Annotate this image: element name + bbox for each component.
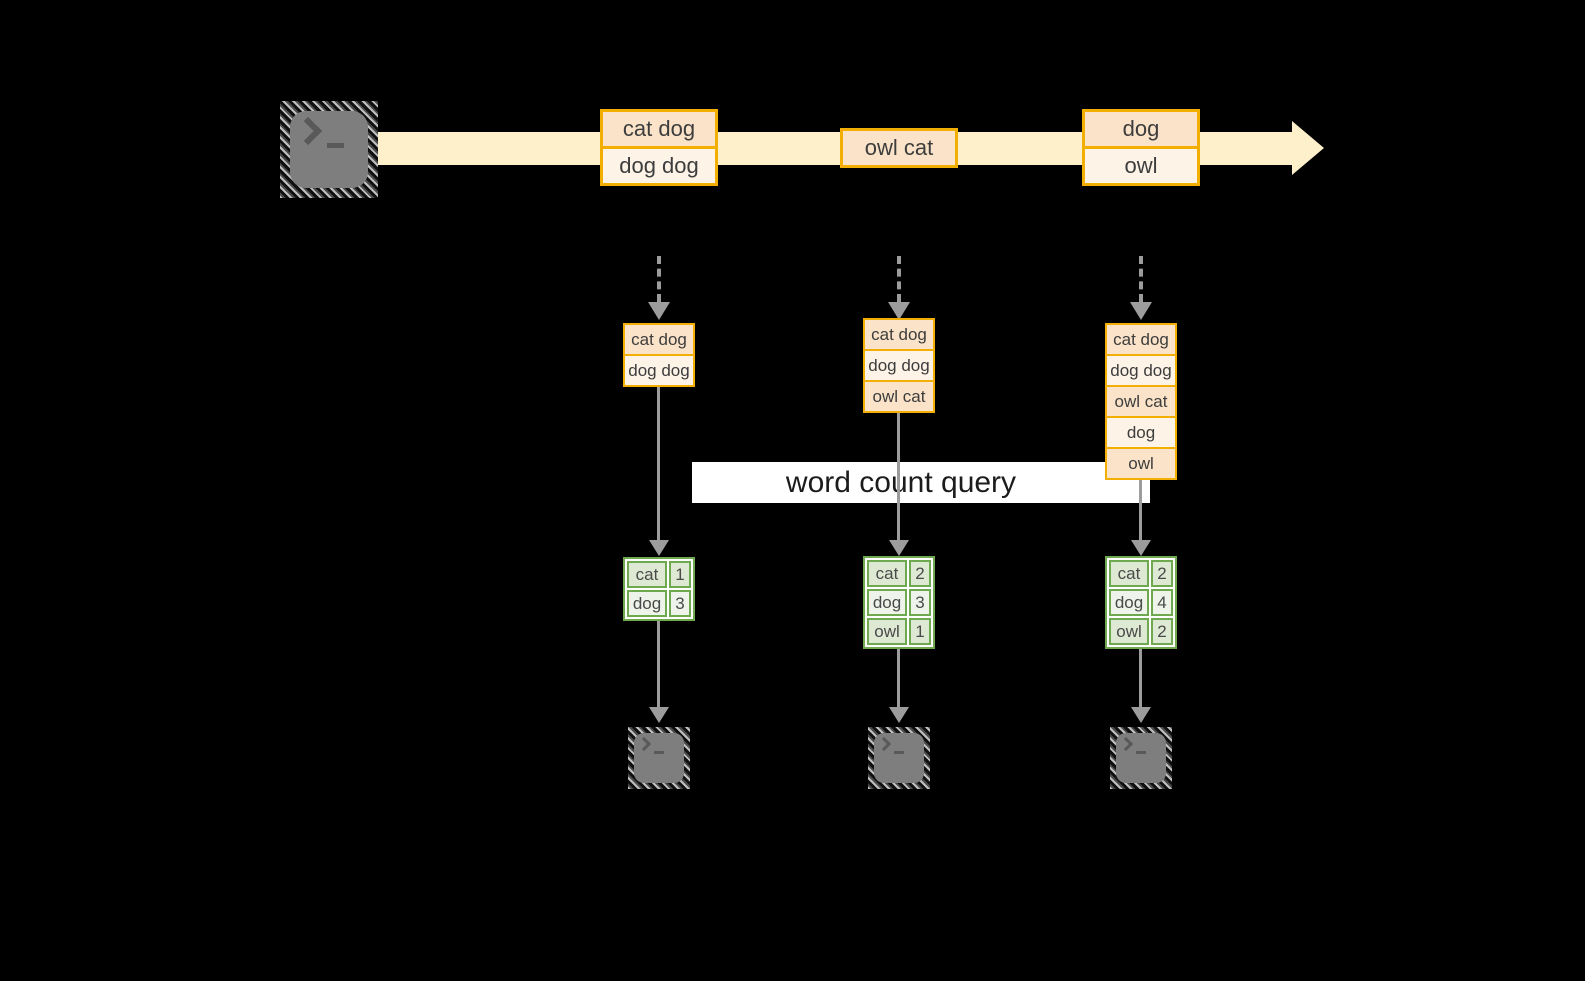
ingest-arrow-line-1 [657, 256, 661, 302]
ingest-arrow-line-2 [897, 256, 901, 302]
stream-arrowhead-icon [1292, 121, 1324, 175]
output-arrowhead-3 [1131, 707, 1151, 723]
terminal-prompt-icon [636, 736, 664, 754]
count-value-cell: 1 [669, 561, 691, 588]
stream-event-row: dog dog [600, 146, 718, 186]
stream-event-row: owl cat [840, 128, 958, 168]
buffer-row: owl [1105, 447, 1177, 480]
stream-event-1: cat dog dog dog [600, 109, 718, 186]
ingest-arrow-line-3 [1139, 256, 1143, 302]
buffer-row: owl cat [863, 380, 935, 413]
count-value-cell: 2 [1151, 618, 1173, 645]
query-arrow-line-2 [897, 410, 900, 540]
count-value-cell: 2 [1151, 560, 1173, 587]
count-word-cell: cat [867, 560, 907, 587]
stream-event-row: cat dog [600, 109, 718, 149]
count-table-3: cat 2 dog 4 owl 2 [1105, 556, 1177, 649]
buffer-row: cat dog [863, 318, 935, 351]
buffer-row: owl cat [1105, 385, 1177, 418]
count-value-cell: 3 [909, 589, 931, 616]
buffer-row: dog dog [863, 349, 935, 382]
output-arrowhead-2 [889, 707, 909, 723]
sink-terminal-icon-2 [868, 727, 930, 789]
source-terminal-icon [280, 101, 378, 198]
count-word-cell: dog [1109, 589, 1149, 616]
terminal-screen [1116, 733, 1166, 783]
terminal-prompt-icon [293, 116, 344, 148]
buffer-row: dog dog [623, 354, 695, 387]
sink-terminal-icon-1 [628, 727, 690, 789]
chevron-right-icon [293, 116, 323, 146]
ingest-arrowhead-2 [888, 302, 910, 320]
buffer-row: dog [1105, 416, 1177, 449]
query-label: word count query [785, 465, 1017, 499]
stream-event-2: owl cat [840, 128, 958, 168]
count-word-cell: cat [1109, 560, 1149, 587]
count-value-cell: 1 [909, 618, 931, 645]
event-buffer-3: cat dog dog dog owl cat dog owl [1105, 323, 1177, 480]
stream-event-row: owl [1082, 146, 1200, 186]
output-arrow-line-3 [1139, 649, 1142, 707]
terminal-screen [290, 111, 368, 188]
terminal-screen [874, 733, 924, 783]
ingest-arrowhead-3 [1130, 302, 1152, 320]
count-word-cell: cat [627, 561, 667, 588]
count-word-cell: dog [867, 589, 907, 616]
event-buffer-2: cat dog dog dog owl cat [863, 318, 935, 413]
count-value-cell: 4 [1151, 589, 1173, 616]
sink-terminal-icon-3 [1110, 727, 1172, 789]
chevron-right-icon [636, 736, 652, 752]
count-word-cell: owl [1109, 618, 1149, 645]
count-value-cell: 3 [669, 590, 691, 617]
stream-event-3: dog owl [1082, 109, 1200, 186]
ingest-arrowhead-1 [648, 302, 670, 320]
terminal-prompt-icon [1118, 736, 1146, 754]
terminal-prompt-icon [876, 736, 904, 754]
underscore-cursor-icon [654, 751, 664, 754]
query-arrow-line-1 [657, 385, 660, 540]
query-arrow-line-3 [1139, 477, 1142, 540]
buffer-row: cat dog [1105, 323, 1177, 356]
underscore-cursor-icon [1136, 751, 1146, 754]
count-table-1: cat 1 dog 3 [623, 557, 695, 621]
terminal-screen [634, 733, 684, 783]
output-arrow-line-1 [657, 621, 660, 707]
stream-event-row: dog [1082, 109, 1200, 149]
underscore-cursor-icon [894, 751, 904, 754]
event-buffer-1: cat dog dog dog [623, 323, 695, 387]
count-word-cell: dog [627, 590, 667, 617]
output-arrowhead-1 [649, 707, 669, 723]
underscore-cursor-icon [327, 143, 344, 148]
output-arrow-line-2 [897, 649, 900, 707]
buffer-row: dog dog [1105, 354, 1177, 387]
query-arrowhead-3 [1131, 540, 1151, 556]
count-value-cell: 2 [909, 560, 931, 587]
chevron-right-icon [1118, 736, 1134, 752]
buffer-row: cat dog [623, 323, 695, 356]
query-arrowhead-2 [889, 540, 909, 556]
count-word-cell: owl [867, 618, 907, 645]
query-label-band: word count query [692, 462, 1150, 503]
chevron-right-icon [876, 736, 892, 752]
query-arrowhead-1 [649, 540, 669, 556]
count-table-2: cat 2 dog 3 owl 1 [863, 556, 935, 649]
